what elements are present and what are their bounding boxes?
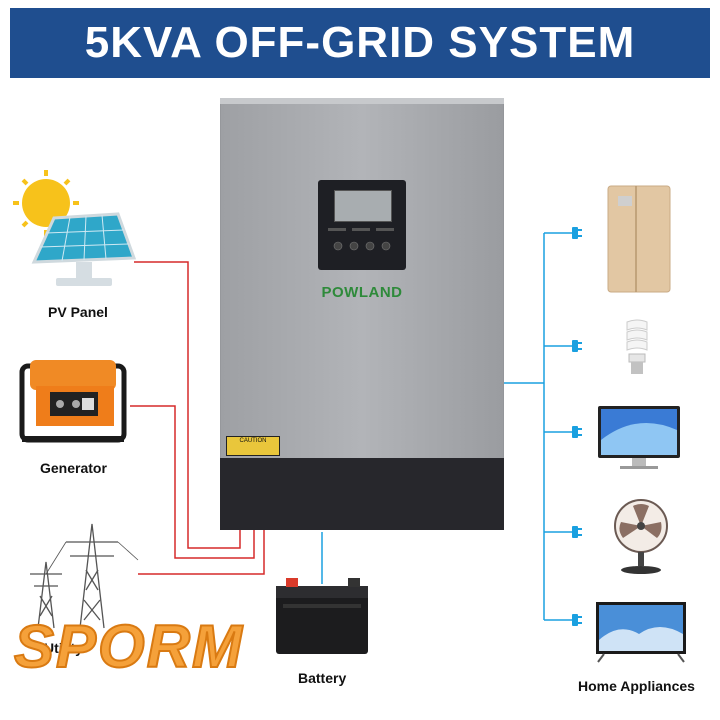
watermark: SPORM [13,612,245,681]
power-tower-icon [30,523,139,629]
inverter-base [220,458,504,530]
up-button [333,241,343,251]
inverter-device [220,98,504,461]
refrigerator-icon [607,185,671,293]
esc-button [381,241,391,251]
pv-wire [134,261,241,549]
page-title: 5KVA OFF-GRID SYSTEM [84,18,636,67]
output-wires [504,232,574,621]
light-bulb-icon [626,319,648,374]
title-banner: 5KVA OFF-GRID SYSTEM [10,8,710,78]
monitor-icon [598,406,680,469]
battery-label: Battery [298,670,347,686]
plug-icons [572,227,582,626]
pv-panel-label: PV Panel [48,304,108,320]
generator-wire [130,405,255,559]
plug-icon [572,227,582,239]
brand-logo: POWLAND [321,284,403,301]
enter-button [365,241,375,251]
solar-panel-icon [13,170,137,286]
generator-label: Generator [40,460,107,476]
control-buttons [328,228,394,251]
lcd-display [334,190,392,222]
home-appliances-label: Home Appliances [578,678,695,694]
generator-icon [19,360,127,443]
utility-wire [138,530,265,575]
plug-icon [572,426,582,438]
plug-icon [572,340,582,352]
battery-icon [276,578,368,654]
plug-icon [572,614,582,626]
tv-icon [596,602,686,663]
utility-label: Utility [44,640,83,656]
input-wires [130,261,265,575]
down-button [349,241,359,251]
caution-label: CAUTION [226,436,280,456]
sun-icon [13,170,79,236]
fan-icon [614,499,668,574]
plug-icon [572,526,582,538]
